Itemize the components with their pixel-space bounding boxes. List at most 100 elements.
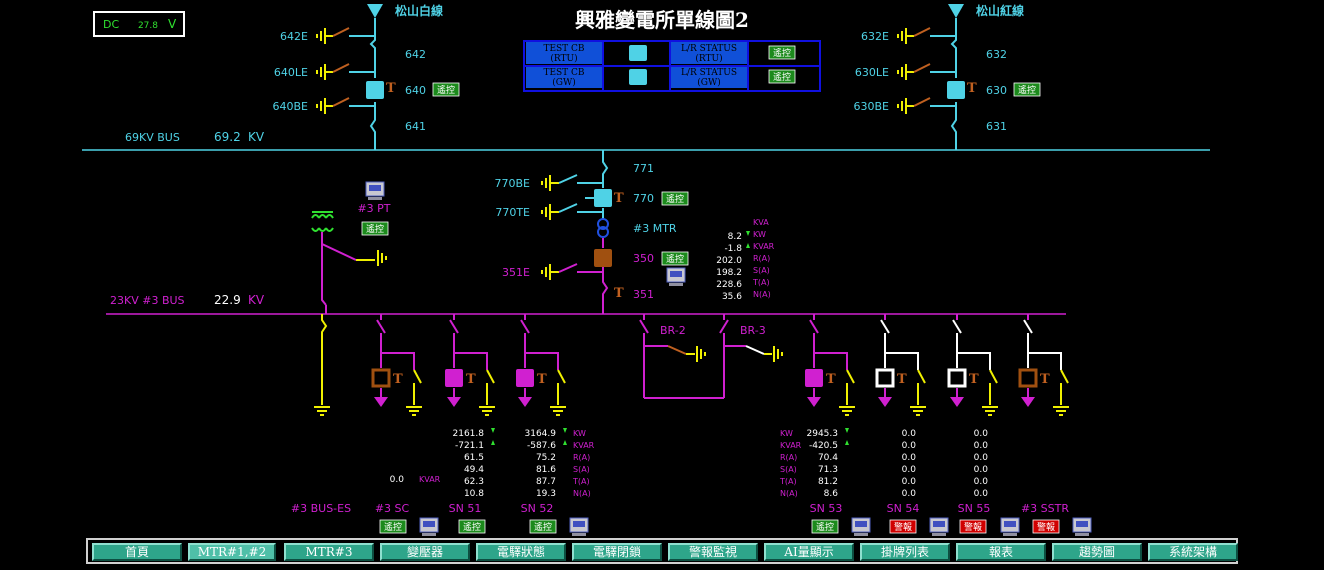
breaker-label: 350: [633, 252, 654, 265]
ground-switch-label: 640BE: [273, 100, 309, 113]
ground-symbol: [406, 406, 422, 416]
bus-tie-label: BR-2: [660, 324, 686, 337]
monitor-icon[interactable]: [419, 517, 439, 536]
ground-switch: [745, 345, 765, 355]
pt-coil: [311, 227, 320, 232]
button-label: 遙控: [666, 193, 684, 205]
measurement-value: 0.0: [974, 429, 989, 439]
ground-branch: [1028, 352, 1062, 370]
measurement-value: 81.2: [818, 477, 838, 487]
feeder-control-button[interactable]: 遙控: [1013, 82, 1041, 97]
feeder-name: SN 54: [887, 502, 920, 515]
remote-control-button[interactable]: 遙控: [529, 519, 557, 534]
monitor-base: [422, 533, 436, 536]
nav-button-3[interactable]: MTR#3: [284, 543, 374, 561]
nav-button-12[interactable]: 系統架構: [1148, 543, 1238, 561]
button-label: 警報: [894, 521, 912, 533]
line-switch: [369, 18, 376, 54]
switch-label: 642: [405, 48, 426, 61]
feeder-breaker[interactable]: [445, 369, 463, 387]
monitor-base: [368, 197, 382, 200]
measurement-label: R(A): [753, 254, 770, 263]
bus-voltage-unit: KV: [248, 130, 265, 144]
nav-button-11[interactable]: 趨勢圖: [1052, 543, 1142, 561]
monitor-icon[interactable]: [1072, 517, 1092, 536]
tagout-marker: T: [614, 191, 624, 206]
measurement-value: -1.8: [724, 244, 742, 254]
measurement-value: 0.0: [902, 429, 917, 439]
feeder-breaker[interactable]: [947, 368, 967, 388]
button-label: 遙控: [463, 521, 481, 533]
feeder-switch: [1023, 319, 1033, 334]
lv-breaker-control-button[interactable]: 遙控: [661, 251, 689, 266]
nav-button-6[interactable]: 電驛閉鎖: [572, 543, 662, 561]
nav-button-9[interactable]: 掛牌列表: [860, 543, 950, 561]
tagout-marker: T: [967, 81, 977, 96]
line-switch: [369, 102, 376, 150]
alarm-button[interactable]: 警報: [1032, 519, 1060, 534]
measurement-label: KVAR: [780, 441, 802, 450]
ground-symbol: [377, 250, 387, 266]
status-control-button[interactable]: 遙控: [768, 45, 796, 60]
status-name-label: TEST CB(GW): [543, 68, 584, 88]
bus-tie-switch: [719, 319, 729, 334]
remote-control-button[interactable]: 遙控: [379, 519, 407, 534]
measurement-label: N(A): [780, 489, 798, 498]
feeder-name: #3 SC: [375, 502, 410, 515]
ground-symbol: [696, 346, 706, 362]
remote-control-button[interactable]: 遙控: [811, 519, 839, 534]
nav-button-10[interactable]: 報表: [956, 543, 1046, 561]
ground-branch: [454, 352, 488, 370]
button-face: [661, 251, 689, 266]
monitor-icon[interactable]: [929, 517, 949, 536]
button-label: 遙控: [1018, 84, 1036, 96]
nav-button-4[interactable]: 變壓器: [380, 543, 470, 561]
test-cb-indicator[interactable]: [629, 45, 647, 61]
test-cb-indicator[interactable]: [629, 69, 647, 85]
feeder-breaker[interactable]: [805, 369, 823, 387]
feeder-breaker[interactable]: [366, 81, 384, 99]
line-switch: [950, 18, 957, 54]
nav-button-2[interactable]: MTR#1,#2: [188, 543, 276, 561]
bus-tie-label: BR-3: [740, 324, 766, 337]
feeder-name: SN 55: [958, 502, 991, 515]
down-arrow-icon: [845, 428, 849, 433]
feeder-name: SN 52: [521, 502, 554, 515]
monitor-icon[interactable]: [1000, 517, 1020, 536]
measurement-value: 8.2: [728, 232, 742, 242]
measurement-label: S(A): [573, 465, 590, 474]
remote-control-button[interactable]: 遙控: [458, 519, 486, 534]
load-arrow: [1021, 397, 1035, 407]
ground-switch: [557, 369, 566, 384]
pt-coil: [325, 227, 334, 232]
feeder-breaker[interactable]: [947, 81, 965, 99]
alarm-button[interactable]: 警報: [889, 519, 917, 534]
transformer-control-button[interactable]: 遙控: [661, 191, 689, 206]
feeder-breaker[interactable]: [875, 368, 895, 388]
feeder-breaker[interactable]: [1018, 368, 1038, 388]
ground-symbol: [541, 264, 551, 280]
feeder-breaker[interactable]: [371, 368, 391, 388]
nav-button-5[interactable]: 電驛狀態: [476, 543, 566, 561]
feeder-breaker[interactable]: [516, 369, 534, 387]
alarm-button[interactable]: 警報: [959, 519, 987, 534]
button-face: [661, 191, 689, 206]
monitor-icon[interactable]: [569, 517, 589, 536]
monitor-icon[interactable]: [666, 267, 686, 286]
monitor-screen: [423, 521, 435, 527]
pt-control-button[interactable]: 遙控: [361, 221, 389, 236]
switch-label: 351: [633, 288, 654, 301]
nav-button-7[interactable]: 警報監視: [668, 543, 758, 561]
nav-button-8[interactable]: AI量顯示: [764, 543, 854, 561]
monitor-icon[interactable]: [851, 517, 871, 536]
measurement-value: 228.6: [716, 280, 742, 290]
measurement-value: 19.3: [536, 489, 556, 499]
status-control-button[interactable]: 遙控: [768, 69, 796, 84]
transformer-lv-breaker[interactable]: [594, 249, 612, 267]
ground-branch: [885, 352, 919, 370]
nav-button-1[interactable]: 首頁: [92, 543, 182, 561]
measurement-value: 0.0: [390, 475, 405, 485]
button-label: 遙控: [384, 521, 402, 533]
feeder-control-button[interactable]: 遙控: [432, 82, 460, 97]
monitor-icon[interactable]: [365, 181, 385, 200]
